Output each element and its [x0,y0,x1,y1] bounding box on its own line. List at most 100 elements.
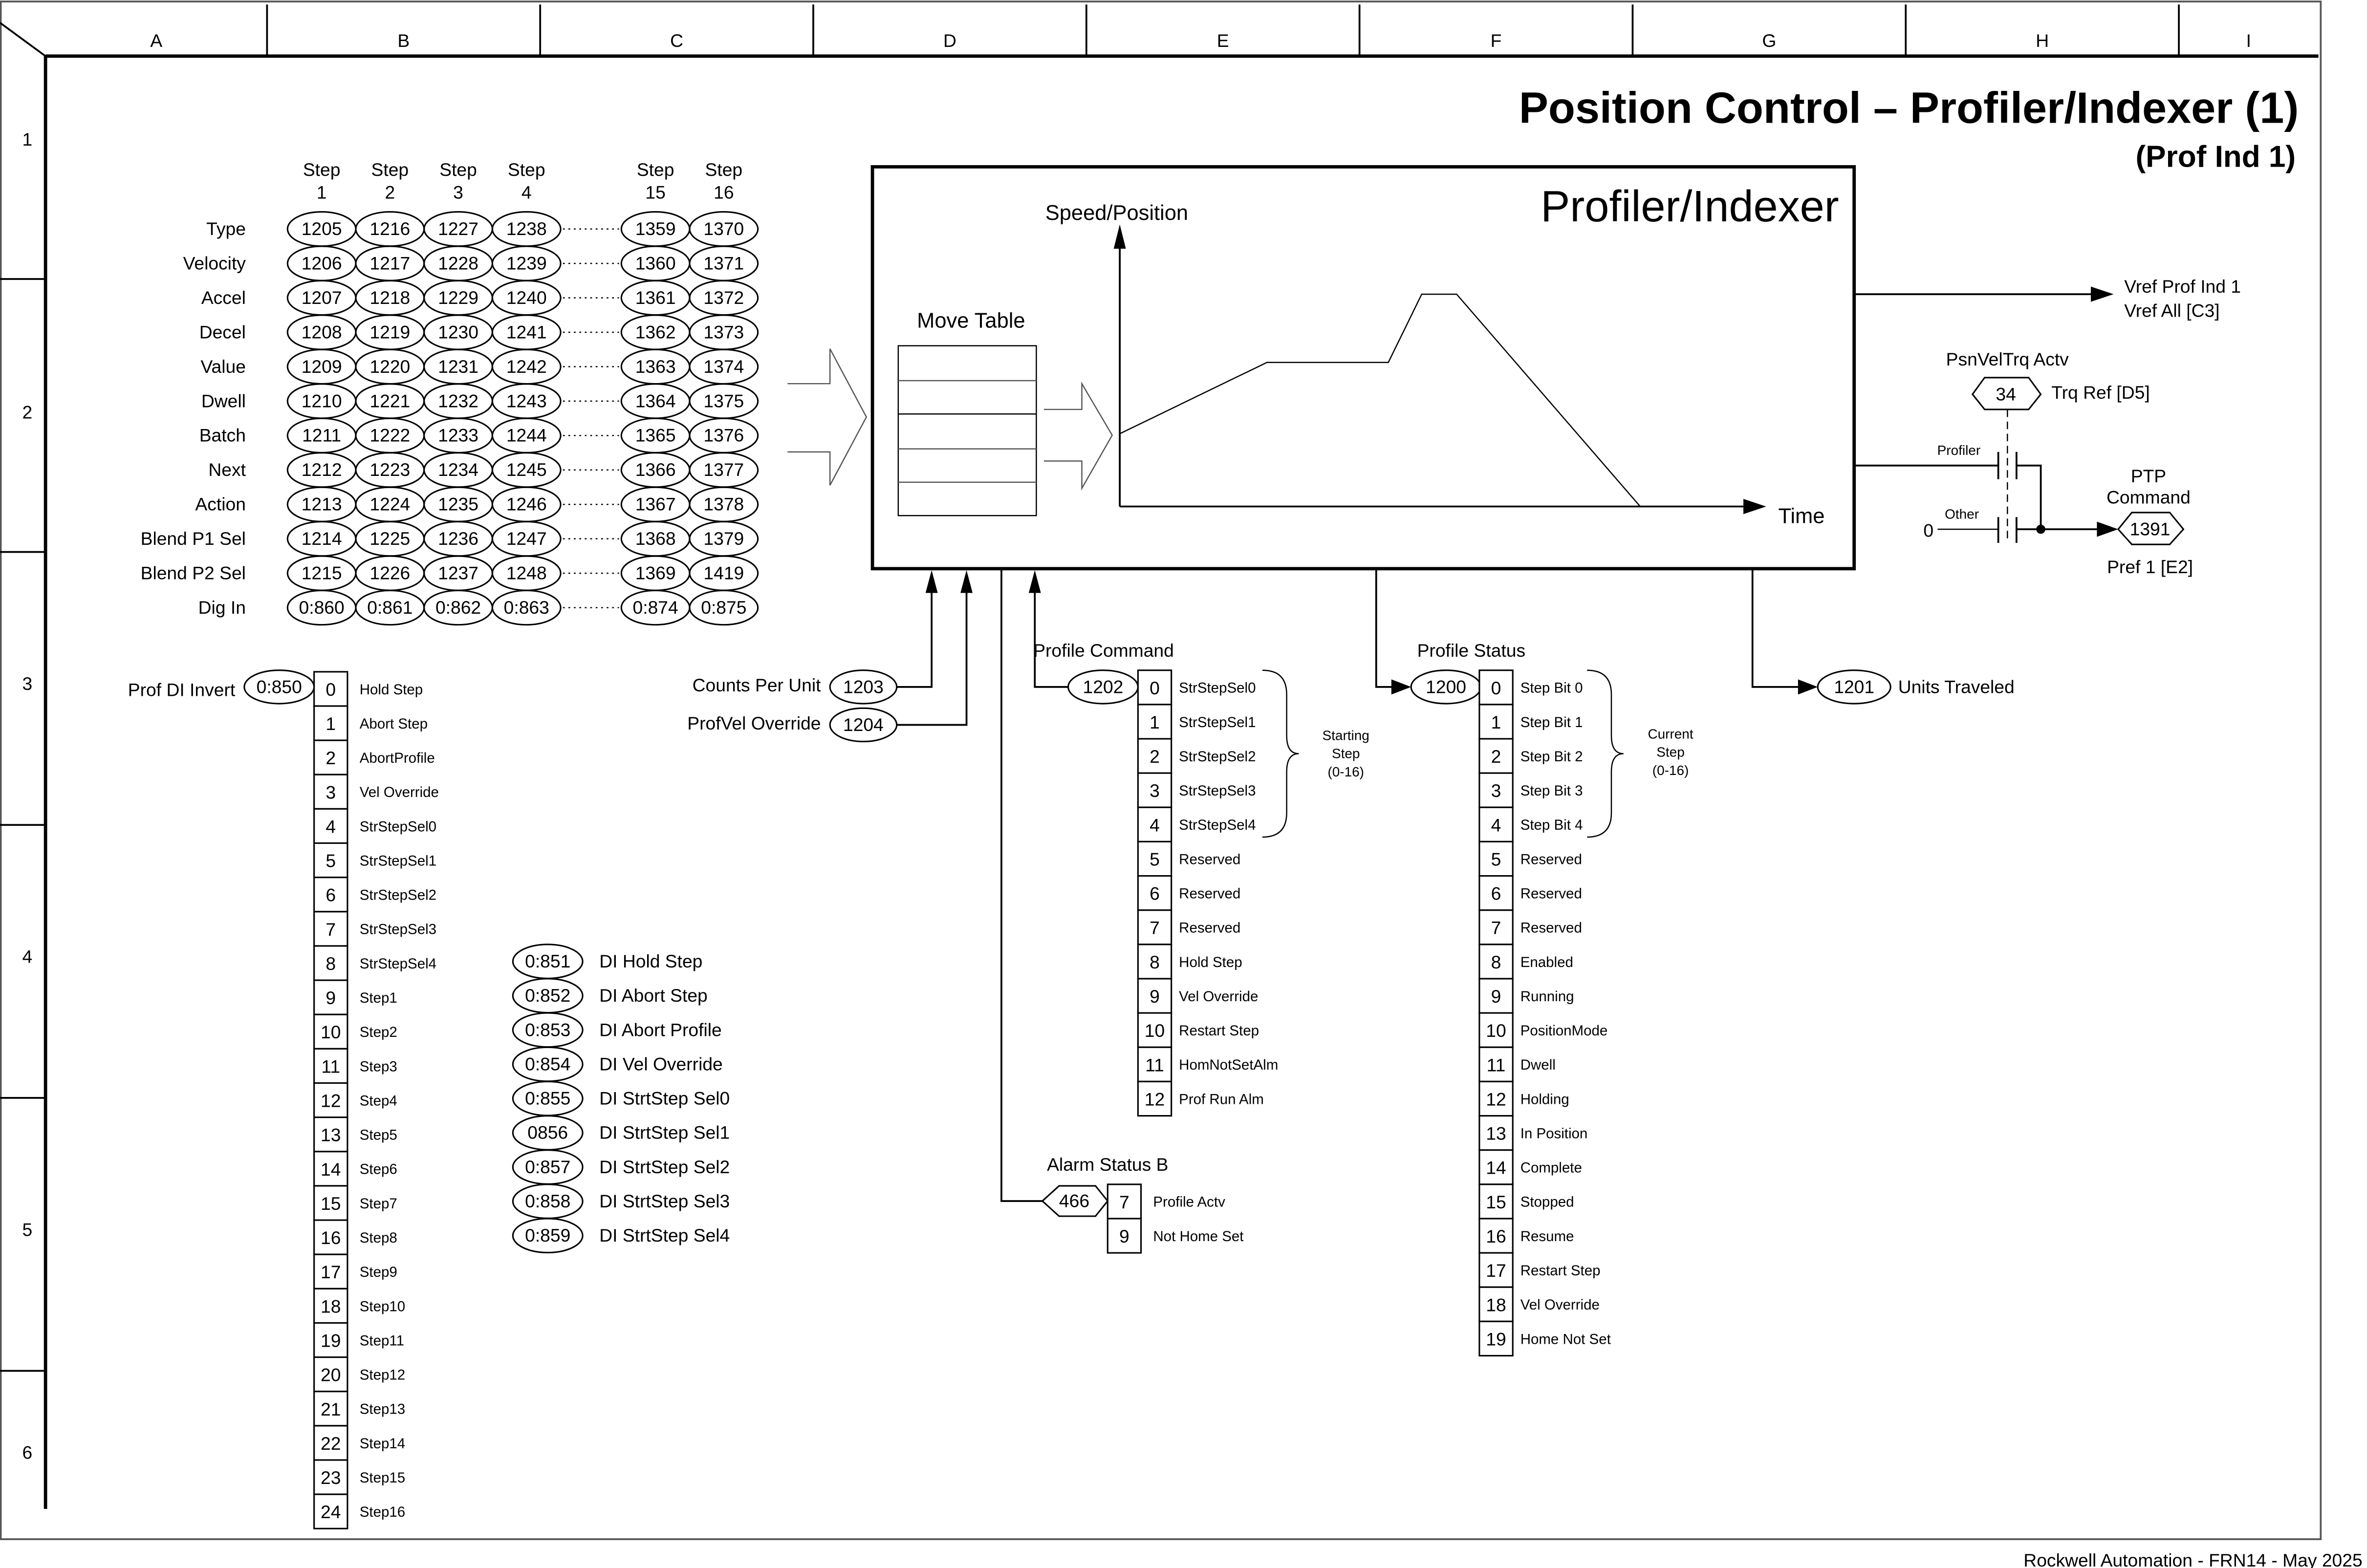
profile-command-bit-number: 0 [1150,678,1160,698]
profiler-title: Profiler/Indexer [1541,182,1839,231]
pref-link[interactable]: Pref 1 [E2] [2107,557,2193,577]
alarm-status-b-bit-name: Not Home Set [1153,1228,1243,1245]
row-label: 3 [22,673,33,694]
step-param-value: 1237 [438,563,478,583]
profile-status-bit-box [1478,909,1514,945]
step-row-label: Batch [199,425,246,446]
outer-border [0,0,2322,1540]
row-label: 2 [22,402,33,423]
step-header-number: 3 [453,182,463,203]
profvel-override-input: ProfVel Override 1204 [687,570,973,743]
profvel-wire [896,585,968,726]
step-param-bubble[interactable] [689,589,759,626]
step-param-value: 1378 [703,494,744,515]
step-param-value: 1223 [369,459,410,480]
alarm-status-b-bit-name: Profile Actv [1153,1194,1225,1210]
step-param-value: 1376 [703,425,744,446]
vref-label-2: Vref All [C3] [2124,301,2219,321]
profile-status-bit-box [1478,738,1514,774]
step-row-label: Decel [199,322,246,342]
profile-status-bit-box [1478,1320,1514,1357]
row-label: 6 [22,1442,33,1463]
profile-command-bit-name: Restart Step [1179,1023,1259,1039]
column-label: F [1491,30,1502,51]
profile-command-bit-name: Vel Override [1179,988,1258,1005]
ptp-command-param[interactable] [2117,512,2185,545]
step-param-value: 1231 [438,356,478,377]
units-traveled-wire [1751,568,1803,688]
step-param-value: 1211 [302,425,341,446]
di-invert-bit-box [313,671,348,707]
step-param-value: 1224 [369,494,410,515]
profile-command-bit-box [1137,772,1173,808]
motion-profile-curve [1119,293,1641,507]
di-param-bubble[interactable] [512,1218,584,1254]
step-param-value: 1245 [506,459,547,480]
step-row-label: Dig In [198,597,246,618]
step-header-word: Step [705,159,743,180]
profile-command-bit-number: 7 [1150,918,1160,938]
di-invert-bit-box [313,1048,348,1084]
step-row-label: Blend P2 Sel [141,563,246,583]
step-param-value: 1360 [635,253,676,273]
di-invert-bit-name: Step3 [360,1058,397,1074]
units-traveled-param-value: 1201 [1834,676,1874,697]
profile-command-bit-number: 8 [1150,952,1160,972]
di-invert-bit-number: 4 [326,816,336,837]
profile-status-bit-number: 4 [1491,815,1501,835]
step-header-number: 15 [645,182,665,203]
trq-ref-link[interactable]: Trq Ref [D5] [2051,382,2150,403]
profile-command-bit-number: 9 [1150,986,1160,1007]
di-invert-bit-box [313,1356,348,1393]
profile-command-bit-name: StrStepSel2 [1179,749,1256,765]
step-param-value: 1210 [302,390,342,411]
profile-command-bit-box [1137,1046,1173,1082]
step-param-value: 1220 [369,356,410,377]
di-invert-bit-name: Step16 [360,1504,405,1520]
move-table-frame [897,345,1037,516]
di-param-label: DI StrtStep Sel1 [599,1122,730,1143]
y-axis-arrowhead [1113,224,1126,249]
step-row-label: Type [206,218,246,239]
profile-command-bit-box [1137,978,1173,1014]
di-invert-bit-name: Step5 [360,1127,397,1143]
di-invert-bit-number: 18 [321,1296,341,1316]
profile-status-bit-box [1478,978,1514,1014]
alarm-status-b-bit-number: 7 [1119,1192,1129,1212]
di-param-label: DI StrtStep Sel2 [599,1157,730,1177]
step-param-bubble[interactable] [491,589,562,626]
profile-command-bit-name: Prof Run Alm [1179,1091,1264,1107]
profile-command-bit-number: 6 [1150,883,1160,904]
di-param-value: 0:857 [525,1157,570,1177]
step-param-value: 0:874 [633,597,678,618]
profile-status-bit-box [1478,772,1514,808]
units-traveled-label: Units Traveled [1898,676,2015,697]
profile-command-bit-box [1137,944,1173,980]
current-step-brace [1587,669,1624,838]
di-invert-bit-box [313,1288,348,1324]
profile-command-bit-number: 11 [1145,1054,1164,1075]
step-param-value: 1227 [438,218,478,239]
step-param-value: 1207 [302,287,342,308]
vref-label-1: Vref Prof Ind 1 [2124,276,2241,297]
profile-command-bit-name: Reserved [1179,886,1240,902]
step-param-value: 1377 [703,459,744,480]
profile-status-bit-name: Home Not Set [1520,1331,1611,1347]
alarm-status-b-label: Alarm Status B [1047,1154,1168,1175]
step-param-value: 1375 [703,390,744,411]
profvel-arrowhead [960,570,973,593]
profile-command-bit-name: StrStepSel3 [1179,783,1256,799]
psn-vel-trq-param[interactable] [1971,377,2042,410]
profile-command-bit-name: Hold Step [1179,954,1242,970]
step-param-value: 1226 [369,563,410,583]
di-invert-bit-box [313,705,348,741]
row-label: 1 [22,129,33,150]
di-invert-bit-box [313,808,348,844]
di-invert-bit-name: Step7 [360,1196,397,1212]
step-param-value: 1218 [369,287,410,308]
page-subtitle: (Prof Ind 1) [2136,140,2296,173]
units-traveled-param[interactable] [1817,669,1891,705]
